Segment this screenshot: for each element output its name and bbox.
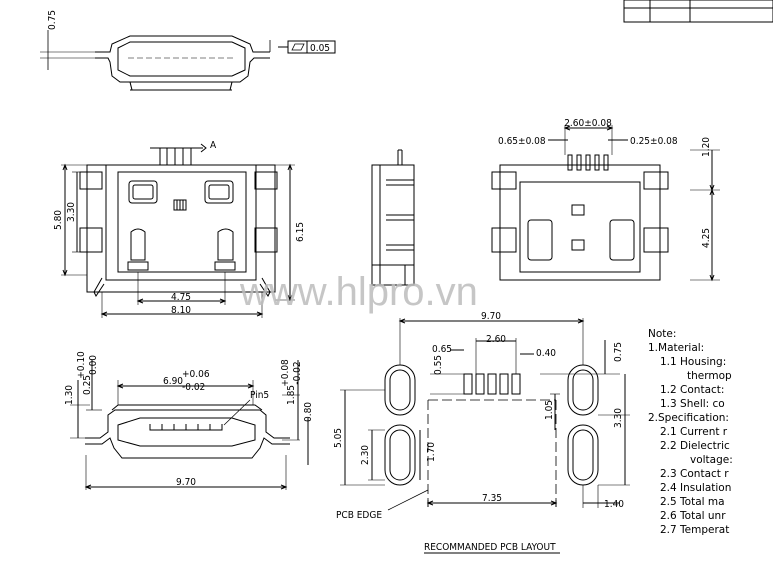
front-height-inner: 3.30 xyxy=(66,202,77,222)
side-view xyxy=(371,149,415,286)
top-thickness-label: 0.75 xyxy=(47,10,58,30)
bottom-right-tol-minus: -0.02 xyxy=(292,361,303,384)
pcb-pad-gap: 0.40 xyxy=(536,348,556,359)
front-width-overall: 8.10 xyxy=(171,305,191,316)
note-line-5: 1.3 Shell: co xyxy=(660,398,725,410)
bottom-left-tol-zero: 0.00 xyxy=(88,355,99,375)
pcb-bottom-right: 1.40 xyxy=(604,499,624,510)
front-view xyxy=(61,143,295,318)
bottom-width: 9.70 xyxy=(176,477,196,488)
bottom-right-small: 0.80 xyxy=(303,402,314,422)
bottom-opening-width: 6.90 xyxy=(163,376,183,387)
bottom-opening-tol-minus: -0.02 xyxy=(182,382,205,393)
pcb-edge-label: PCB EDGE xyxy=(336,510,382,521)
pcb-overall-width: 9.70 xyxy=(481,311,501,322)
front-height-side: 6.15 xyxy=(295,222,306,242)
watermark: www.hlpro.vn xyxy=(239,270,478,314)
pcb-right-mid: 3.30 xyxy=(613,408,624,428)
pcb-pitch: 2.60 xyxy=(486,334,506,345)
top-view xyxy=(40,30,336,91)
bottom-view xyxy=(70,360,309,490)
bottom-left-tol-top: 0.25 xyxy=(82,375,93,395)
right-mid-dim: 4.25 xyxy=(701,228,712,248)
note-line-4: 1.2 Contact: xyxy=(660,384,724,396)
front-height-overall: 5.80 xyxy=(53,210,64,230)
pcb-layout-title: RECOMMANDED PCB LAYOUT xyxy=(424,542,556,553)
front-arrow-label: A xyxy=(210,140,217,151)
note-line-13: 2.6 Total unr xyxy=(660,510,726,522)
bottom-left-tol-plus: +0.10 xyxy=(76,351,87,379)
right-pin-gap: 0.25±0.08 xyxy=(630,136,678,147)
bottom-left-height: 1.30 xyxy=(64,385,75,405)
right-view xyxy=(491,125,720,282)
note-line-1: 1.Material: xyxy=(648,342,704,354)
bottom-pin-label: Pin5 xyxy=(250,390,269,401)
bottom-right-tol-plus: +0.08 xyxy=(280,359,291,387)
pcb-pad-width: 0.65 xyxy=(432,344,452,355)
pcb-slot-len: 1.70 xyxy=(426,442,437,462)
note-line-9: voltage: xyxy=(690,454,733,466)
pcb-mid-1: 1.05 xyxy=(544,400,555,420)
pcb-pad-length: 0.55 xyxy=(433,355,444,375)
note-line-10: 2.3 Contact r xyxy=(660,468,729,480)
flatness-value: 0.05 xyxy=(310,43,330,54)
note-line-2: 1.1 Housing: xyxy=(660,356,726,368)
note-line-3: thermop xyxy=(687,370,732,382)
bottom-opening-tol-plus: +0.06 xyxy=(182,369,210,380)
pcb-layout xyxy=(340,318,630,554)
note-line-7: 2.1 Current r xyxy=(660,426,728,438)
right-pin-width: 0.65±0.08 xyxy=(498,136,546,147)
note-line-6: 2.Specification: xyxy=(648,412,729,424)
title-block xyxy=(623,0,773,23)
note-line-14: 2.7 Temperat xyxy=(660,524,729,536)
right-top-dim: 1.20 xyxy=(701,137,712,157)
notes-block: Note: 1.Material: 1.1 Housing: thermop 1… xyxy=(648,328,733,536)
right-pitch-dim: 2.60±0.08 xyxy=(564,118,612,129)
pcb-bottom-width: 7.35 xyxy=(482,493,502,504)
note-line-11: 2.4 Insulation xyxy=(660,482,731,494)
pcb-left-total: 5.05 xyxy=(333,428,344,448)
note-line-8: 2.2 Dielectric xyxy=(660,440,730,452)
pcb-right-top: 0.75 xyxy=(613,342,624,362)
bottom-right-height: 1.85 xyxy=(286,385,297,405)
notes-title: Note: xyxy=(648,328,676,340)
pcb-left-small: 2.30 xyxy=(360,445,371,465)
note-line-12: 2.5 Total ma xyxy=(660,496,725,508)
front-width-inner: 4.75 xyxy=(171,292,191,303)
